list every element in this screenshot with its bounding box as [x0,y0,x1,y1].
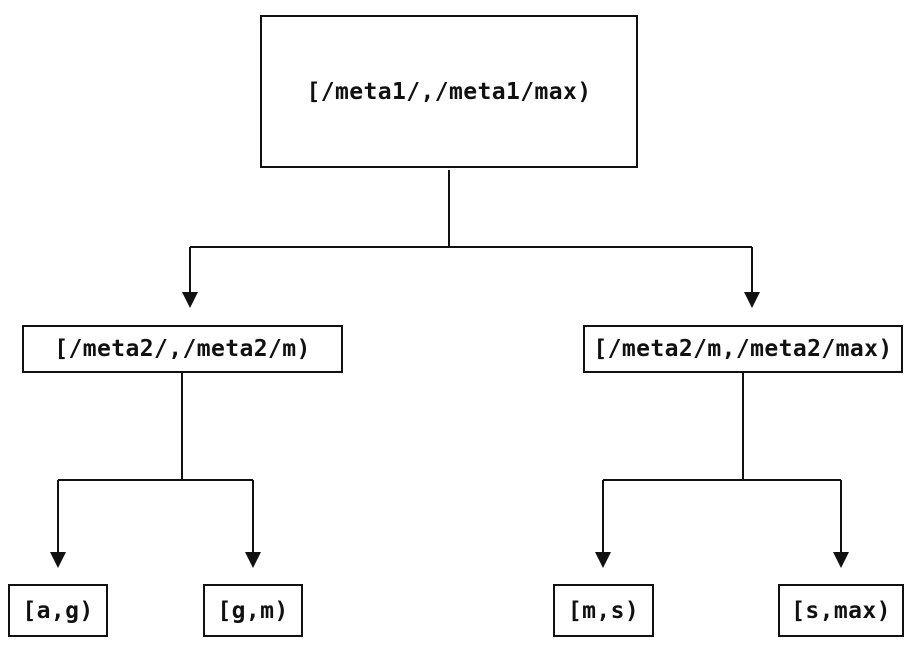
node-label: [/meta1/,/meta1/max) [306,78,592,105]
arrowhead-down-icon [595,552,611,568]
arrowhead-down-icon [50,552,66,568]
arrowhead-down-icon [744,292,760,308]
arrowhead-down-icon [182,292,198,308]
tree-node-meta2-right-range: [/meta2/m,/meta2/max) [583,325,903,373]
tree-leaf-range-m-s: [m,s) [553,584,654,637]
tree-leaf-range-s-max: [s,max) [778,584,904,637]
node-label: [/meta2/,/meta2/m) [54,336,311,362]
tree-leaf-range-a-g: [a,g) [8,584,108,637]
tree-node-meta1-range: [/meta1/,/meta1/max) [260,15,638,168]
connector-root-children [189,170,753,292]
arrowhead-down-icon [833,552,849,568]
node-label: [m,s) [567,597,640,624]
connector-left-children [57,373,254,552]
connector-right-children [602,373,842,552]
node-label: [s,max) [791,597,891,624]
node-label: [/meta2/m,/meta2/max) [593,336,893,362]
node-label: [a,g) [22,597,94,624]
node-label: [g,m) [217,597,289,624]
tree-leaf-range-g-m: [g,m) [203,584,303,637]
tree-node-meta2-left-range: [/meta2/,/meta2/m) [22,325,343,373]
arrowhead-down-icon [245,552,261,568]
